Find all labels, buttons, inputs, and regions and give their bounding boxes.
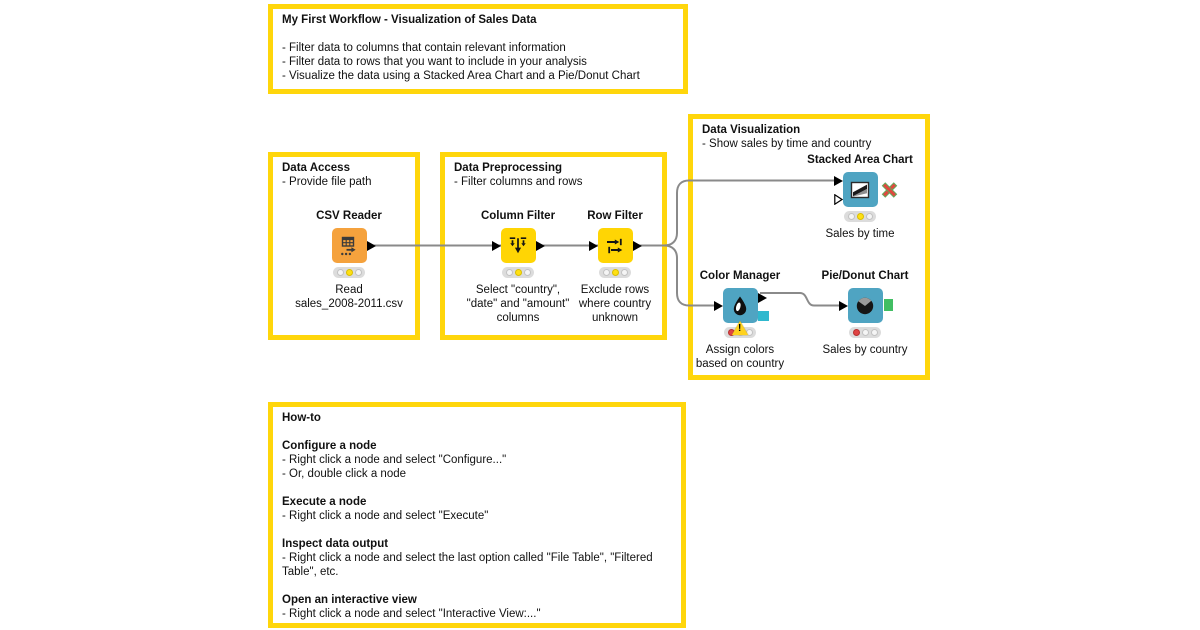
annotation-line: - Or, double click a node: [282, 468, 407, 480]
traffic-light: [502, 267, 534, 278]
node-caption[interactable]: Read sales_2008-2011.csv: [295, 284, 403, 310]
node-caption[interactable]: Assign colors based on country: [695, 344, 785, 370]
node-column-filter: Column Filter Select "country", "date" a…: [433, 209, 603, 325]
pie-donut-chart-node[interactable]: [838, 288, 893, 323]
connection-wire[interactable]: [760, 292, 841, 307]
csv-reader-node[interactable]: [331, 228, 376, 263]
node-caption[interactable]: Exclude rows where country unknown: [578, 284, 652, 324]
stacked-area-chart-node[interactable]: [833, 172, 878, 207]
node-label[interactable]: Row Filter: [587, 210, 643, 222]
traffic-light: [849, 327, 881, 338]
color-droplet-icon: [733, 296, 747, 315]
connection-wire[interactable]: [633, 244, 716, 307]
inactive-port-x-icon: [883, 183, 896, 196]
annotation-line: - Show sales by time and country: [702, 138, 872, 150]
row-filter-node[interactable]: [588, 228, 642, 263]
column-filter-node[interactable]: [491, 228, 545, 263]
annotation-title: How-to: [282, 412, 321, 424]
node-label[interactable]: Pie/Donut Chart: [821, 270, 909, 282]
annotation-line: - Right click a node and select "Interac…: [282, 608, 541, 620]
annotation-line: - Visualize the data using a Stacked Are…: [282, 70, 640, 82]
input-port[interactable]: [588, 240, 598, 251]
node-caption[interactable]: Select "country", "date" and "amount" co…: [466, 284, 570, 324]
image-output-port[interactable]: [883, 299, 893, 311]
output-port[interactable]: [366, 240, 376, 251]
annotation-workflow-title[interactable]: My First Workflow - Visualization of Sal…: [268, 4, 688, 94]
optional-input-port[interactable]: [833, 192, 843, 210]
how-to-section: Execute a node - Right click a node and …: [282, 495, 672, 523]
how-to-section: Inspect data output - Right click a node…: [282, 537, 672, 579]
annotation-line: - Right click a node and select the last…: [282, 552, 653, 578]
node-color-manager: Color Manager Assign colors based on cou…: [655, 269, 825, 371]
input-port[interactable]: [491, 240, 501, 251]
traffic-light: [844, 211, 876, 222]
node-pie-donut-chart: Pie/Donut Chart Sales by country: [780, 269, 950, 357]
output-port[interactable]: [632, 240, 642, 251]
annotation-title: My First Workflow - Visualization of Sal…: [282, 14, 537, 26]
traffic-light: [599, 267, 631, 278]
column-filter-icon: [509, 236, 527, 253]
annotation-line: - Filter columns and rows: [454, 176, 583, 188]
annotation-title: Data Preprocessing: [454, 162, 563, 174]
node-caption[interactable]: Sales by time: [825, 228, 895, 240]
annotation-line: - Filter data to rows that you want to i…: [282, 56, 587, 68]
node-label[interactable]: Color Manager: [699, 270, 781, 282]
color-output-port[interactable]: [757, 311, 769, 321]
output-port[interactable]: [535, 240, 545, 251]
node-csv-reader: CSV Reader Read sales_2008-2011.csv: [264, 209, 434, 311]
annotation-title: Data Access: [282, 162, 350, 174]
node-row-filter: Row Filter Exclude rows where country un…: [530, 209, 700, 325]
traffic-light: [724, 321, 756, 338]
color-manager-node[interactable]: [713, 288, 769, 323]
input-port[interactable]: [713, 300, 723, 311]
annotation-title: Data Visualization: [702, 124, 801, 136]
pie-chart-icon: [856, 297, 874, 314]
annotation-line: - Provide file path: [282, 176, 372, 188]
node-label[interactable]: Stacked Area Chart: [807, 154, 913, 166]
traffic-light: [333, 267, 365, 278]
stacked-area-chart-icon: [850, 181, 870, 198]
output-port[interactable]: [757, 293, 767, 303]
annotation-line: - Right click a node and select "Configu…: [282, 454, 507, 466]
annotation-line: - Right click a node and select "Execute…: [282, 510, 489, 522]
node-stacked-area-chart: Stacked Area Chart Sales by time: [775, 153, 945, 241]
node-caption[interactable]: Sales by country: [822, 344, 908, 356]
node-label[interactable]: CSV Reader: [316, 210, 382, 222]
connection-wire[interactable]: [633, 179, 836, 247]
row-filter-icon: [607, 238, 623, 253]
node-label[interactable]: Column Filter: [480, 210, 556, 222]
annotation-line: - Filter data to columns that contain re…: [282, 42, 566, 54]
input-port[interactable]: [833, 176, 843, 186]
input-port[interactable]: [838, 300, 848, 311]
warning-icon: [732, 321, 748, 335]
table-reader-icon: [341, 236, 356, 255]
how-to-section: Configure a node - Right click a node an…: [282, 439, 672, 481]
how-to-section: Open an interactive view - Right click a…: [282, 593, 672, 621]
annotation-how-to[interactable]: How-to Configure a node - Right click a …: [268, 402, 686, 628]
